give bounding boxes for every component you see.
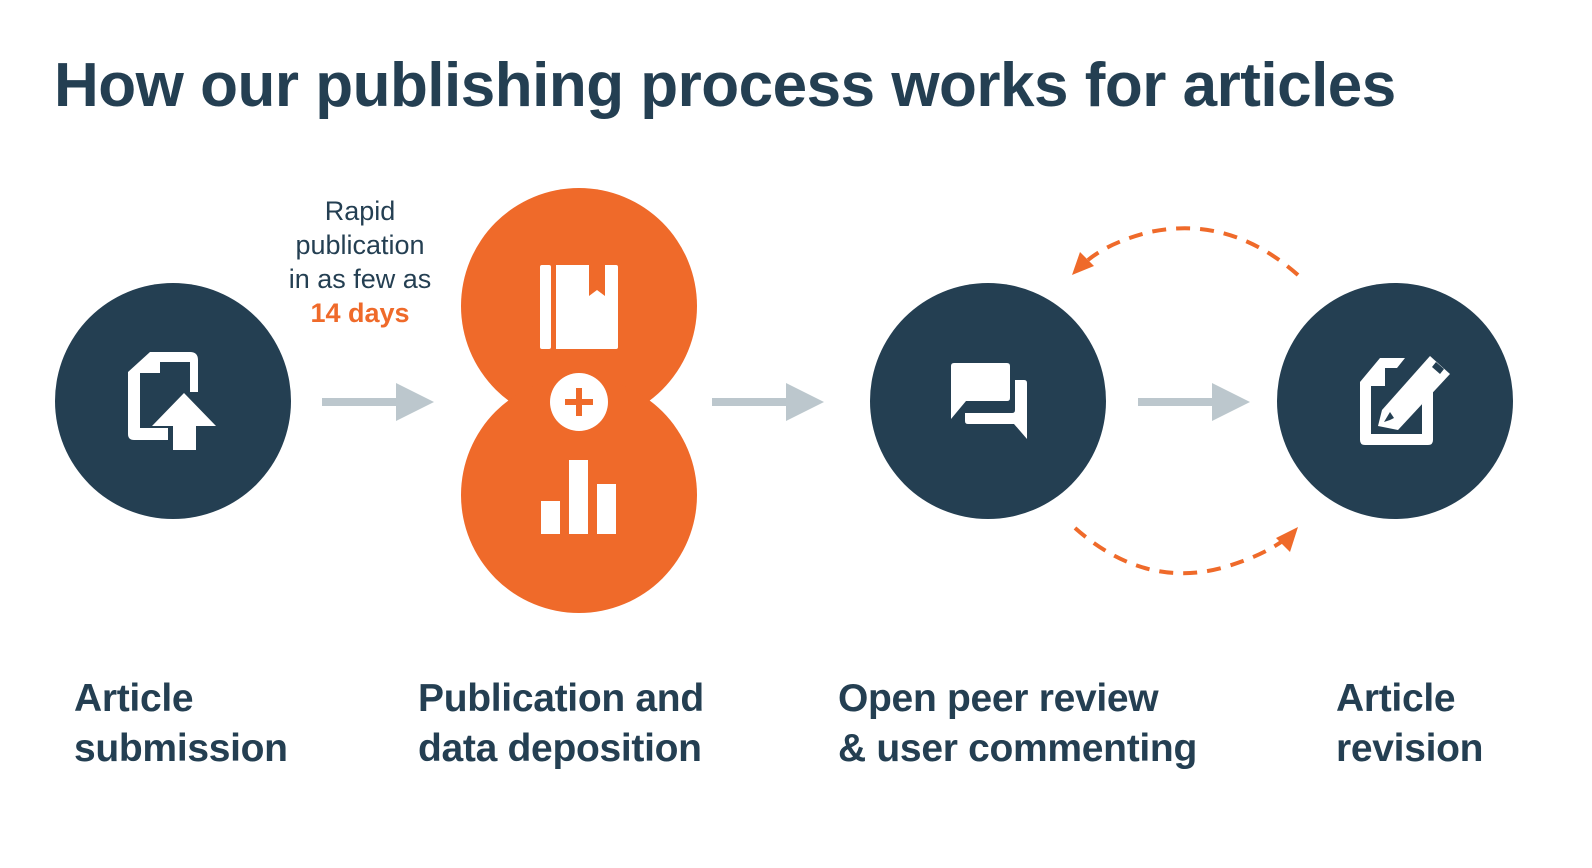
- label-line: Article: [74, 677, 194, 720]
- arrowhead: [1072, 252, 1094, 275]
- note-line: publication: [295, 230, 425, 260]
- node-circle: [55, 283, 291, 519]
- step-article-submission-node: [55, 283, 291, 519]
- arrowhead: [1276, 527, 1298, 552]
- label-article-revision: Article revision: [1336, 674, 1483, 774]
- note-line: in as few as: [288, 264, 432, 294]
- label-publication-data-deposition: Publication and data deposition: [418, 674, 704, 774]
- notebook-bookmark-icon: [540, 265, 618, 349]
- label-line: Open peer review: [838, 677, 1159, 720]
- rapid-publication-note: Rapid publication in as few as 14 days: [270, 194, 450, 330]
- arrow-review-to-revision: [1138, 383, 1250, 421]
- step-publication-node: [461, 188, 697, 613]
- label-line: Article: [1336, 677, 1456, 720]
- note-highlight: 14 days: [310, 298, 410, 328]
- feedback-loop-review-to-revision: [1073, 526, 1298, 576]
- note-line: Rapid: [324, 196, 396, 226]
- label-line: data deposition: [418, 727, 702, 770]
- document-upload-icon: [128, 352, 216, 450]
- plus-icon: [550, 373, 608, 431]
- arrow-publication-to-review: [712, 383, 824, 421]
- bar-chart-icon: [541, 460, 616, 534]
- label-line: submission: [74, 727, 288, 770]
- feedback-loop-revision-to-review: [1072, 226, 1300, 277]
- label-line: revision: [1336, 727, 1484, 770]
- page-title: How our publishing process works for art…: [54, 51, 1396, 120]
- label-line: & user commenting: [838, 727, 1197, 770]
- label-article-submission: Article submission: [74, 674, 288, 774]
- chat-bubbles-icon: [951, 363, 1027, 439]
- step-article-revision-node: [1277, 283, 1513, 519]
- edit-document-icon: [1360, 356, 1450, 445]
- arrow-submission-to-publication: [322, 383, 434, 421]
- label-open-peer-review: Open peer review & user commenting: [838, 674, 1197, 774]
- label-line: Publication and: [418, 677, 704, 720]
- step-peer-review-node: [870, 283, 1106, 519]
